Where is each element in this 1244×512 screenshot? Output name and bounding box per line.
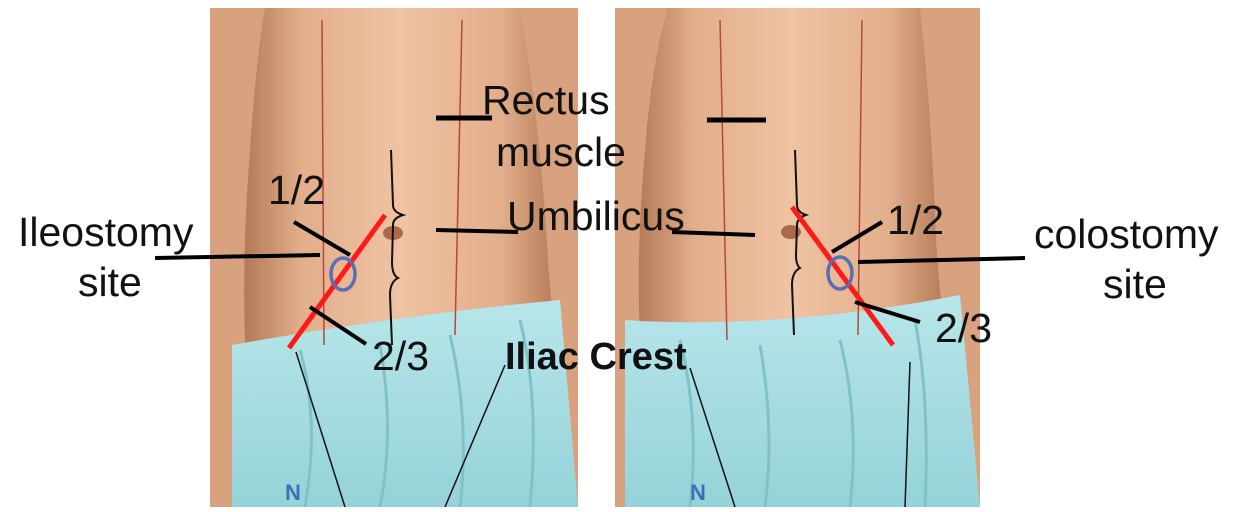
left-two-thirds-label: 2/3 bbox=[372, 336, 429, 377]
iliac-crest-label: Iliac Crest bbox=[505, 338, 687, 376]
colostomy-label-line2: site bbox=[1103, 264, 1167, 305]
right-navel bbox=[781, 225, 801, 239]
rectus-label-line1: Rectus bbox=[482, 80, 610, 121]
right-half-label: 1/2 bbox=[887, 200, 944, 241]
ileostomy-label-line1: Ileostomy bbox=[18, 212, 193, 253]
rectus-label-line2: muscle bbox=[496, 132, 626, 173]
right-two-thirds-label: 2/3 bbox=[935, 308, 992, 349]
right-gown-print: N bbox=[690, 480, 706, 505]
right-photo-panel: N bbox=[615, 8, 1025, 507]
umbilicus-left-pointer bbox=[436, 230, 518, 232]
umbilicus-label: Umbilicus bbox=[507, 196, 685, 237]
left-half-label: 1/2 bbox=[268, 170, 325, 211]
ileostomy-label-line2: site bbox=[78, 262, 142, 303]
colostomy-label-line1: colostomy bbox=[1034, 214, 1219, 255]
left-gown-print: N bbox=[285, 480, 301, 505]
